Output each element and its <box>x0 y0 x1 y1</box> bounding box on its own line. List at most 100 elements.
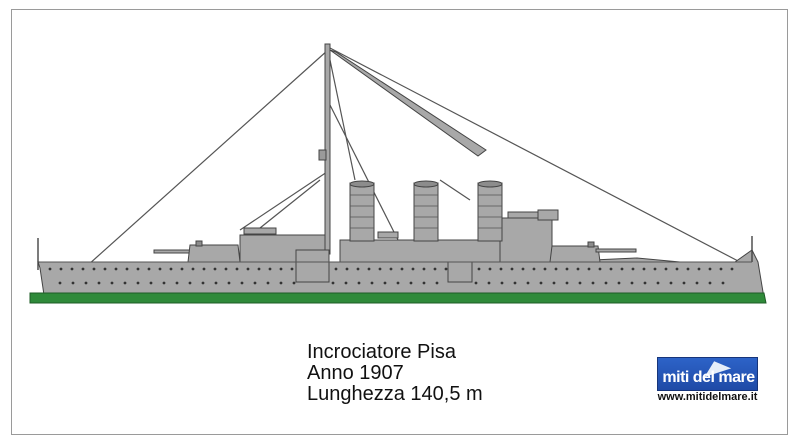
porthole <box>532 267 536 271</box>
porthole <box>444 267 448 271</box>
porthole <box>591 281 595 285</box>
porthole <box>357 281 361 285</box>
porthole <box>474 281 478 285</box>
porthole <box>708 267 712 271</box>
aft-turret <box>153 240 241 263</box>
porthole <box>433 267 437 271</box>
porthole <box>59 267 63 271</box>
porthole <box>367 267 371 271</box>
porthole <box>620 267 624 271</box>
porthole <box>695 281 699 285</box>
mainmast <box>324 43 331 255</box>
porthole <box>147 267 151 271</box>
porthole <box>477 267 481 271</box>
porthole <box>396 281 400 285</box>
porthole <box>730 267 734 271</box>
porthole <box>253 281 257 285</box>
porthole <box>268 267 272 271</box>
porthole <box>400 267 404 271</box>
porthole <box>521 267 525 271</box>
image-frame <box>11 9 788 435</box>
porthole <box>188 281 192 285</box>
porthole <box>48 267 52 271</box>
porthole <box>246 267 250 271</box>
aft-casemate <box>295 249 330 283</box>
porthole <box>587 267 591 271</box>
porthole <box>70 267 74 271</box>
logo-url[interactable]: www.mitidelmare.it <box>657 391 758 403</box>
porthole <box>554 267 558 271</box>
porthole <box>175 281 179 285</box>
porthole <box>389 267 393 271</box>
porthole <box>201 281 205 285</box>
porthole <box>162 281 166 285</box>
porthole <box>58 281 62 285</box>
porthole <box>500 281 504 285</box>
site-logo[interactable]: miti del mare www.mitidelmare.it <box>657 357 758 405</box>
forward-bridge <box>499 217 553 263</box>
funnel-middle-cap <box>413 180 439 188</box>
porthole <box>653 267 657 271</box>
porthole <box>513 281 517 285</box>
porthole <box>642 267 646 271</box>
boom <box>329 49 487 157</box>
funnel-forward-cap <box>477 180 503 188</box>
boats <box>243 211 539 239</box>
porthole <box>169 267 173 271</box>
porthole <box>240 281 244 285</box>
porthole <box>279 281 283 285</box>
caption-ship-name: Incrociatore Pisa <box>307 341 456 363</box>
porthole <box>331 281 335 285</box>
porthole <box>214 281 218 285</box>
porthole <box>344 281 348 285</box>
porthole <box>578 281 582 285</box>
porthole <box>84 281 88 285</box>
porthole <box>617 281 621 285</box>
porthole <box>656 281 660 285</box>
funnel-middle <box>413 182 439 242</box>
porthole <box>664 267 668 271</box>
porthole <box>257 267 261 271</box>
porthole <box>686 267 690 271</box>
porthole <box>631 267 635 271</box>
porthole <box>539 281 543 285</box>
porthole <box>92 267 96 271</box>
porthole <box>378 267 382 271</box>
porthole <box>136 267 140 271</box>
porthole <box>669 281 673 285</box>
porthole <box>356 267 360 271</box>
porthole <box>643 281 647 285</box>
porthole <box>180 267 184 271</box>
porthole <box>110 281 114 285</box>
porthole <box>422 267 426 271</box>
porthole <box>510 267 514 271</box>
porthole <box>708 281 712 285</box>
porthole <box>499 267 503 271</box>
funnel-aft <box>349 182 375 242</box>
forward-turret <box>549 241 637 263</box>
porthole <box>411 267 415 271</box>
porthole <box>422 281 426 285</box>
mast-top-platform <box>318 149 327 161</box>
porthole <box>213 267 217 271</box>
bridge-top <box>537 209 559 221</box>
porthole <box>543 267 547 271</box>
porthole <box>721 281 725 285</box>
porthole <box>266 281 270 285</box>
porthole <box>576 267 580 271</box>
porthole <box>435 281 439 285</box>
porthole <box>290 267 294 271</box>
logo-title: miti del mare <box>662 369 755 386</box>
porthole <box>675 267 679 271</box>
porthole <box>114 267 118 271</box>
caption-year: Anno 1907 <box>307 362 404 384</box>
porthole <box>227 281 231 285</box>
porthole <box>279 267 283 271</box>
porthole <box>123 281 127 285</box>
midship-deckhouse <box>339 239 501 263</box>
porthole <box>149 281 153 285</box>
porthole <box>383 281 387 285</box>
portholes <box>48 267 734 285</box>
caption-length: Lunghezza 140,5 m <box>307 383 483 405</box>
